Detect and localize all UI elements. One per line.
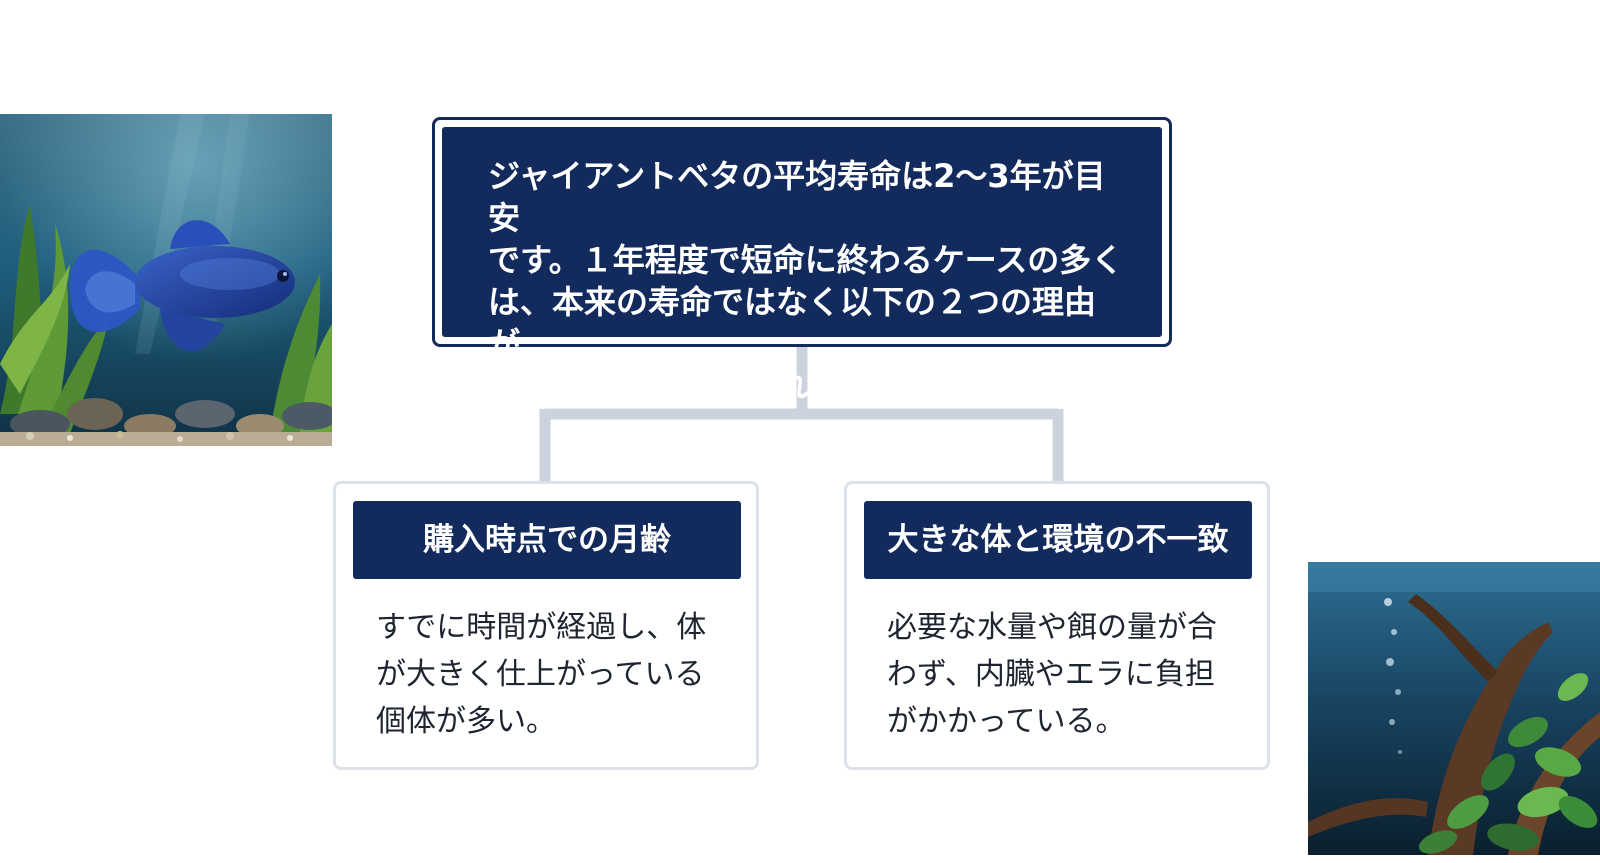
reason-card-environment: 大きな体と環境の不一致 必要な水量や餌の量が合 わず、内臓やエラに負担 がかかっ…	[844, 481, 1270, 770]
reason-title-environment: 大きな体と環境の不一致	[864, 501, 1252, 579]
reason-card-age: 購入時点での月齢 すでに時間が経過し、体 が大きく仕上がっている 個体が多い。	[333, 481, 759, 770]
root-summary-text: ジャイアントベタの平均寿命は2〜3年が目安 です。１年程度で短命に終わるケースの…	[442, 127, 1162, 405]
reason-body-age: すでに時間が経過し、体 が大きく仕上がっている 個体が多い。	[376, 610, 707, 739]
aquarium-plants-photo	[1308, 562, 1600, 855]
reason-body-environment: 必要な水量や餌の量が合 わず、内臓やエラに負担 がかかっている。	[887, 610, 1217, 739]
root-summary-box: ジャイアントベタの平均寿命は2〜3年が目安 です。１年程度で短命に終わるケースの…	[432, 117, 1172, 405]
reason-title-age: 購入時点での月齢	[353, 501, 741, 579]
betta-fish-photo	[0, 114, 332, 446]
